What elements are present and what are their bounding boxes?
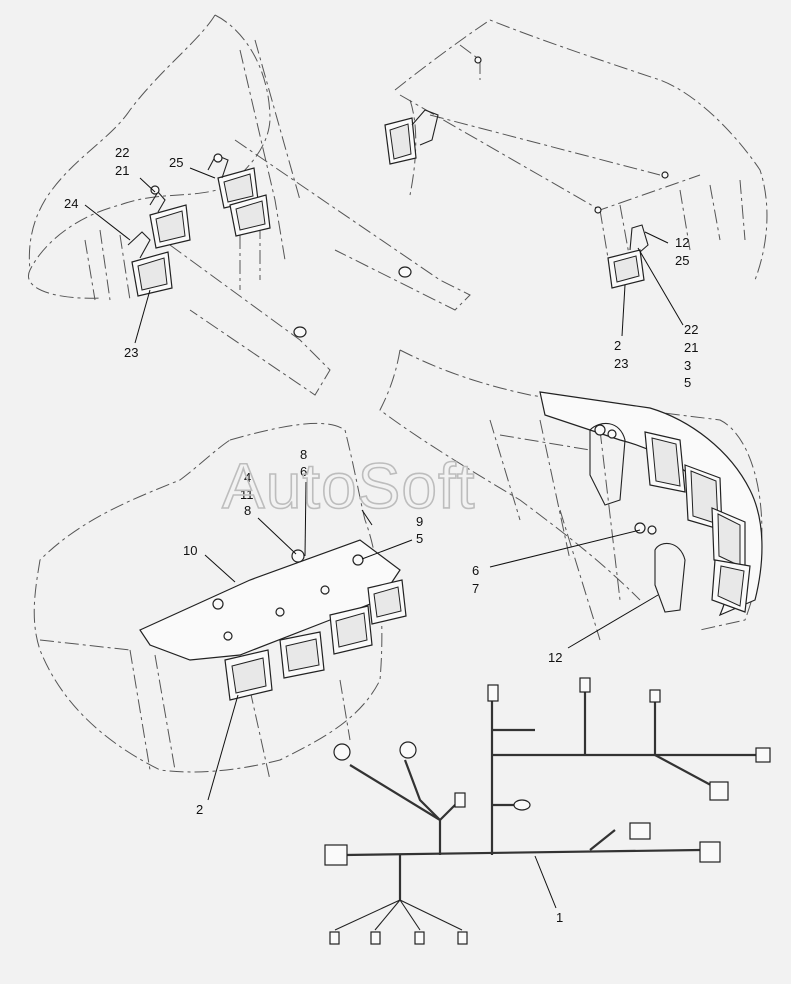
work-light [711,559,751,613]
view-top-right-rear-lights: 12 25 22 21 3 5 2 23 [384,19,768,390]
harness-connector [487,684,499,702]
harness-connector [699,841,721,863]
watermark: AutoSoft [222,450,476,522]
view-top-left-roof-lights: 22 21 25 24 23 [27,14,471,396]
harness-connector [755,747,771,763]
harness-connector [649,689,661,703]
callout-2: 2 [196,802,203,817]
callout-6: 6 [300,464,307,479]
callout-24: 24 [64,196,78,211]
harness-connector [513,799,531,811]
work-light [279,631,325,679]
callout-9: 9 [416,514,423,529]
callout-21: 21 [115,163,129,178]
callout-22: 22 [684,322,698,337]
callout-21: 21 [684,340,698,355]
work-light [384,109,439,165]
callout-23: 23 [124,345,138,360]
work-light [644,431,686,493]
work-light [127,231,173,297]
harness-connector [329,931,340,945]
work-light [224,649,273,701]
wiring-harness: 1 [324,677,771,945]
work-light [207,154,259,209]
callout-2: 2 [614,338,621,353]
harness-connector [579,677,591,693]
callout-11: 11 [240,487,254,502]
harness-connector [457,931,468,945]
callout-6: 6 [472,563,479,578]
callout-4: 4 [244,470,251,485]
callout-25: 25 [169,155,183,170]
callout-25: 25 [675,253,689,268]
work-light [607,224,649,289]
harness-connector [370,931,381,945]
harness-connector [324,844,348,866]
harness-connector [454,792,466,808]
callout-3: 3 [684,358,691,373]
callout-23: 23 [614,356,628,371]
mount-bolt [398,266,412,278]
view-middle-right-curved-bar: 6 7 12 [379,349,763,665]
work-light [367,579,407,625]
harness-connector [629,822,651,840]
callout-10: 10 [183,543,197,558]
callout-5: 5 [416,531,423,546]
mount-bolt [293,326,307,338]
harness-connector [399,741,417,759]
view-middle-left-light-bar: 8 6 4 11 8 10 9 5 2 [33,423,423,817]
harness-connector [414,931,425,945]
callout-8: 8 [244,503,251,518]
callout-1: 1 [556,910,563,925]
work-light [149,191,191,249]
work-light [329,605,373,655]
work-light [229,194,271,237]
harness-connector [333,743,351,761]
harness-connector [709,781,729,801]
callout-8: 8 [300,447,307,462]
callout-5: 5 [684,375,691,390]
callout-12: 12 [675,235,689,250]
callout-7: 7 [472,581,479,596]
callout-12: 12 [548,650,562,665]
callout-22: 22 [115,145,129,160]
